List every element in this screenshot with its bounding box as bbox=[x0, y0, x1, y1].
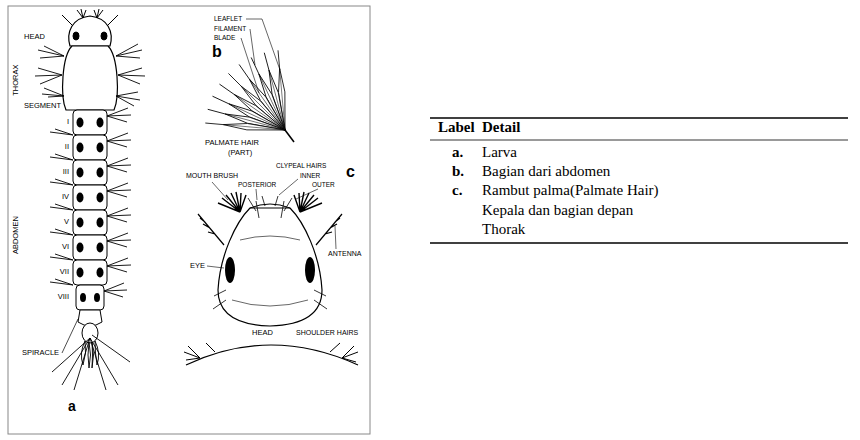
table-cell: a. bbox=[452, 144, 463, 161]
part-label: FILAMENT bbox=[214, 25, 246, 32]
figure-frame bbox=[8, 6, 370, 434]
table-rules bbox=[430, 118, 848, 243]
eye bbox=[73, 32, 79, 40]
mouth-brush bbox=[77, 9, 103, 18]
thorax-hair bbox=[116, 44, 145, 106]
part-label: BLADE bbox=[214, 34, 235, 41]
segment-number: V bbox=[64, 218, 69, 226]
part-label: HEAD bbox=[252, 329, 273, 337]
antenna bbox=[198, 214, 224, 245]
eye bbox=[225, 257, 235, 283]
mouth-brush bbox=[294, 192, 322, 212]
panel-letter: b bbox=[212, 43, 222, 61]
antenna bbox=[62, 15, 118, 26]
panel-letter: c bbox=[346, 163, 355, 181]
part-label: SEGMENT bbox=[24, 102, 61, 110]
part-label: CLYPEAL HAIRS bbox=[276, 162, 326, 169]
thorax-front bbox=[186, 345, 358, 365]
part-label: LEAFLET bbox=[214, 15, 242, 22]
clypeal-hair bbox=[248, 196, 292, 218]
table-cell: Rambut palma(Palmate Hair) bbox=[482, 182, 659, 199]
figure-title: PALMATE HAIR bbox=[205, 139, 259, 147]
antenna bbox=[316, 214, 342, 245]
head-detail-figure bbox=[184, 179, 358, 365]
part-label: HEAD bbox=[24, 33, 45, 41]
part-label: EYE bbox=[190, 262, 205, 270]
abdomen-hair bbox=[50, 129, 73, 285]
mouth-brush bbox=[218, 192, 246, 212]
larva-thorax bbox=[63, 46, 118, 110]
eye bbox=[101, 32, 107, 40]
part-label: SHOULDER HAIRS bbox=[296, 329, 358, 337]
hair-stalk bbox=[285, 130, 294, 142]
segment-number: VIII bbox=[58, 293, 69, 301]
segment-number: VI bbox=[62, 243, 69, 251]
figure-title: (PART) bbox=[228, 149, 252, 157]
table-cell: Bagian dari abdomen bbox=[482, 163, 610, 180]
larva-head bbox=[69, 16, 111, 46]
part-label: THORAX bbox=[12, 64, 20, 95]
table-cell: c. bbox=[452, 182, 462, 199]
palmate-leaflets bbox=[205, 50, 288, 133]
part-label: ABDOMEN bbox=[12, 216, 20, 254]
part-label: POSTERIOR bbox=[238, 181, 276, 188]
anal-segment bbox=[82, 323, 98, 343]
part-label: ANTENNA bbox=[328, 250, 361, 258]
eye bbox=[305, 257, 315, 283]
larva-figure bbox=[35, 9, 145, 390]
leader-line bbox=[62, 319, 78, 353]
segment-number: IV bbox=[62, 193, 69, 201]
leader-line bbox=[207, 179, 336, 268]
thorax-hair bbox=[35, 46, 64, 97]
segment-number: II bbox=[65, 143, 69, 151]
segment-number: VII bbox=[60, 268, 69, 276]
part-label: INNER bbox=[300, 172, 320, 179]
part-label: SPIRACLE bbox=[22, 349, 59, 357]
table-cell: Larva bbox=[482, 144, 517, 161]
palmate-hair-spot bbox=[77, 118, 104, 303]
head-hair bbox=[213, 290, 327, 309]
table-cell: b. bbox=[452, 163, 464, 180]
abdomen-hair bbox=[104, 108, 131, 297]
shoulder-hair bbox=[184, 343, 358, 362]
part-label: MOUTH BRUSH bbox=[186, 172, 238, 180]
leader-line bbox=[241, 19, 280, 93]
table-header: Label bbox=[438, 119, 475, 136]
head-capsule bbox=[218, 208, 322, 326]
panel-letter: a bbox=[68, 399, 76, 414]
abdomen-segment bbox=[73, 110, 107, 310]
caudal-hair bbox=[52, 335, 130, 390]
palmate-hair-figure bbox=[205, 19, 294, 142]
part-label: OUTER bbox=[312, 181, 335, 188]
clypeus bbox=[250, 204, 290, 208]
segment-number: I bbox=[67, 118, 69, 126]
anal-papillae bbox=[81, 341, 98, 368]
table-cell: Kepala dan bagian depan Thorak bbox=[482, 201, 657, 239]
segment-number: III bbox=[63, 168, 69, 176]
table-header: Detail bbox=[482, 119, 520, 136]
head-suture bbox=[232, 236, 308, 306]
